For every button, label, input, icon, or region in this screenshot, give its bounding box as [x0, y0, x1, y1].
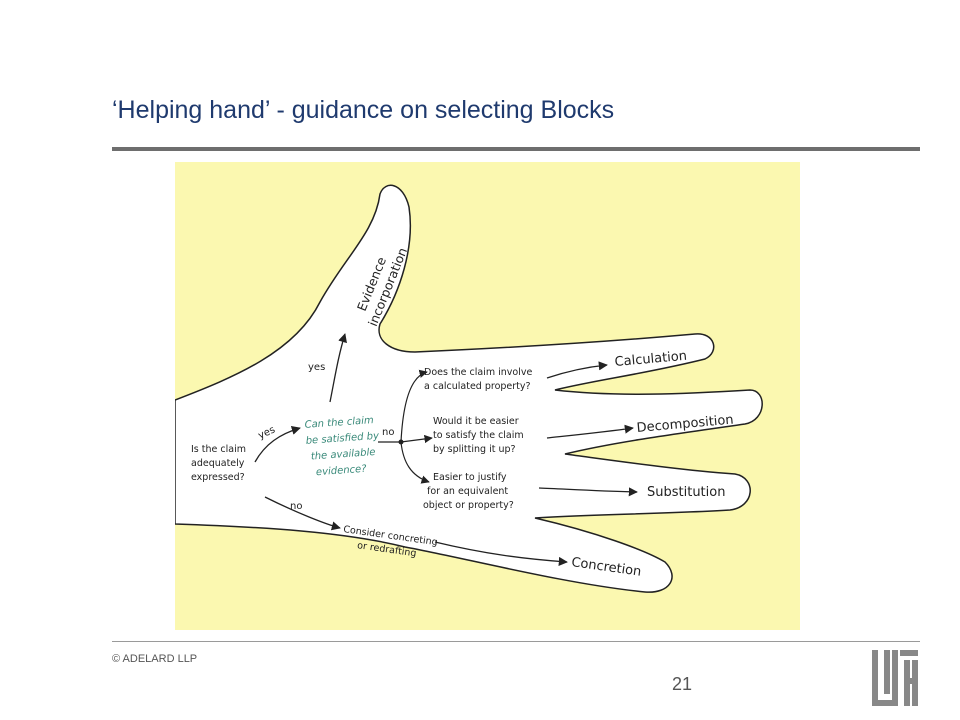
title-divider [112, 147, 920, 151]
yes-label-2: yes [308, 362, 325, 373]
branch-to-substitution [400, 441, 430, 484]
company-logo [872, 650, 918, 706]
start-question: Is the claim adequately expressed? [191, 444, 249, 483]
no-label-central: no [382, 427, 394, 438]
no-label-1: no [290, 501, 302, 512]
hand-outline [175, 184, 763, 593]
central-question: Can the claim be satisfied by the availa… [304, 415, 384, 479]
question-calculation: Does the claim involve a calculated prop… [424, 367, 535, 392]
branch-to-calculation [400, 369, 428, 443]
no-arrow-1 [264, 496, 341, 531]
copyright: © ADELARD LLP [112, 653, 198, 665]
yes-arrow-2 [329, 333, 347, 403]
block-substitution: Substitution [647, 485, 725, 500]
arrow-calculation [546, 361, 608, 379]
branch-to-decomposition [400, 434, 433, 444]
page-number: 21 [672, 674, 693, 694]
block-calculation: Calculation [614, 349, 688, 370]
arrow-decomposition [546, 424, 634, 439]
slide-title: ‘Helping hand’ - guidance on selecting B… [112, 96, 615, 124]
helping-hand-diagram: Is the claim adequately expressed? yes C… [175, 162, 800, 630]
question-decomposition: Would it be easier to satisfy the claim … [433, 416, 527, 455]
question-substitution: Easier to justify for an equivalent obje… [423, 472, 514, 511]
footer-divider [112, 641, 920, 642]
arrow-concretion [434, 541, 568, 566]
arrow-substitution [538, 487, 638, 497]
yes-arrow-1 [254, 425, 301, 463]
